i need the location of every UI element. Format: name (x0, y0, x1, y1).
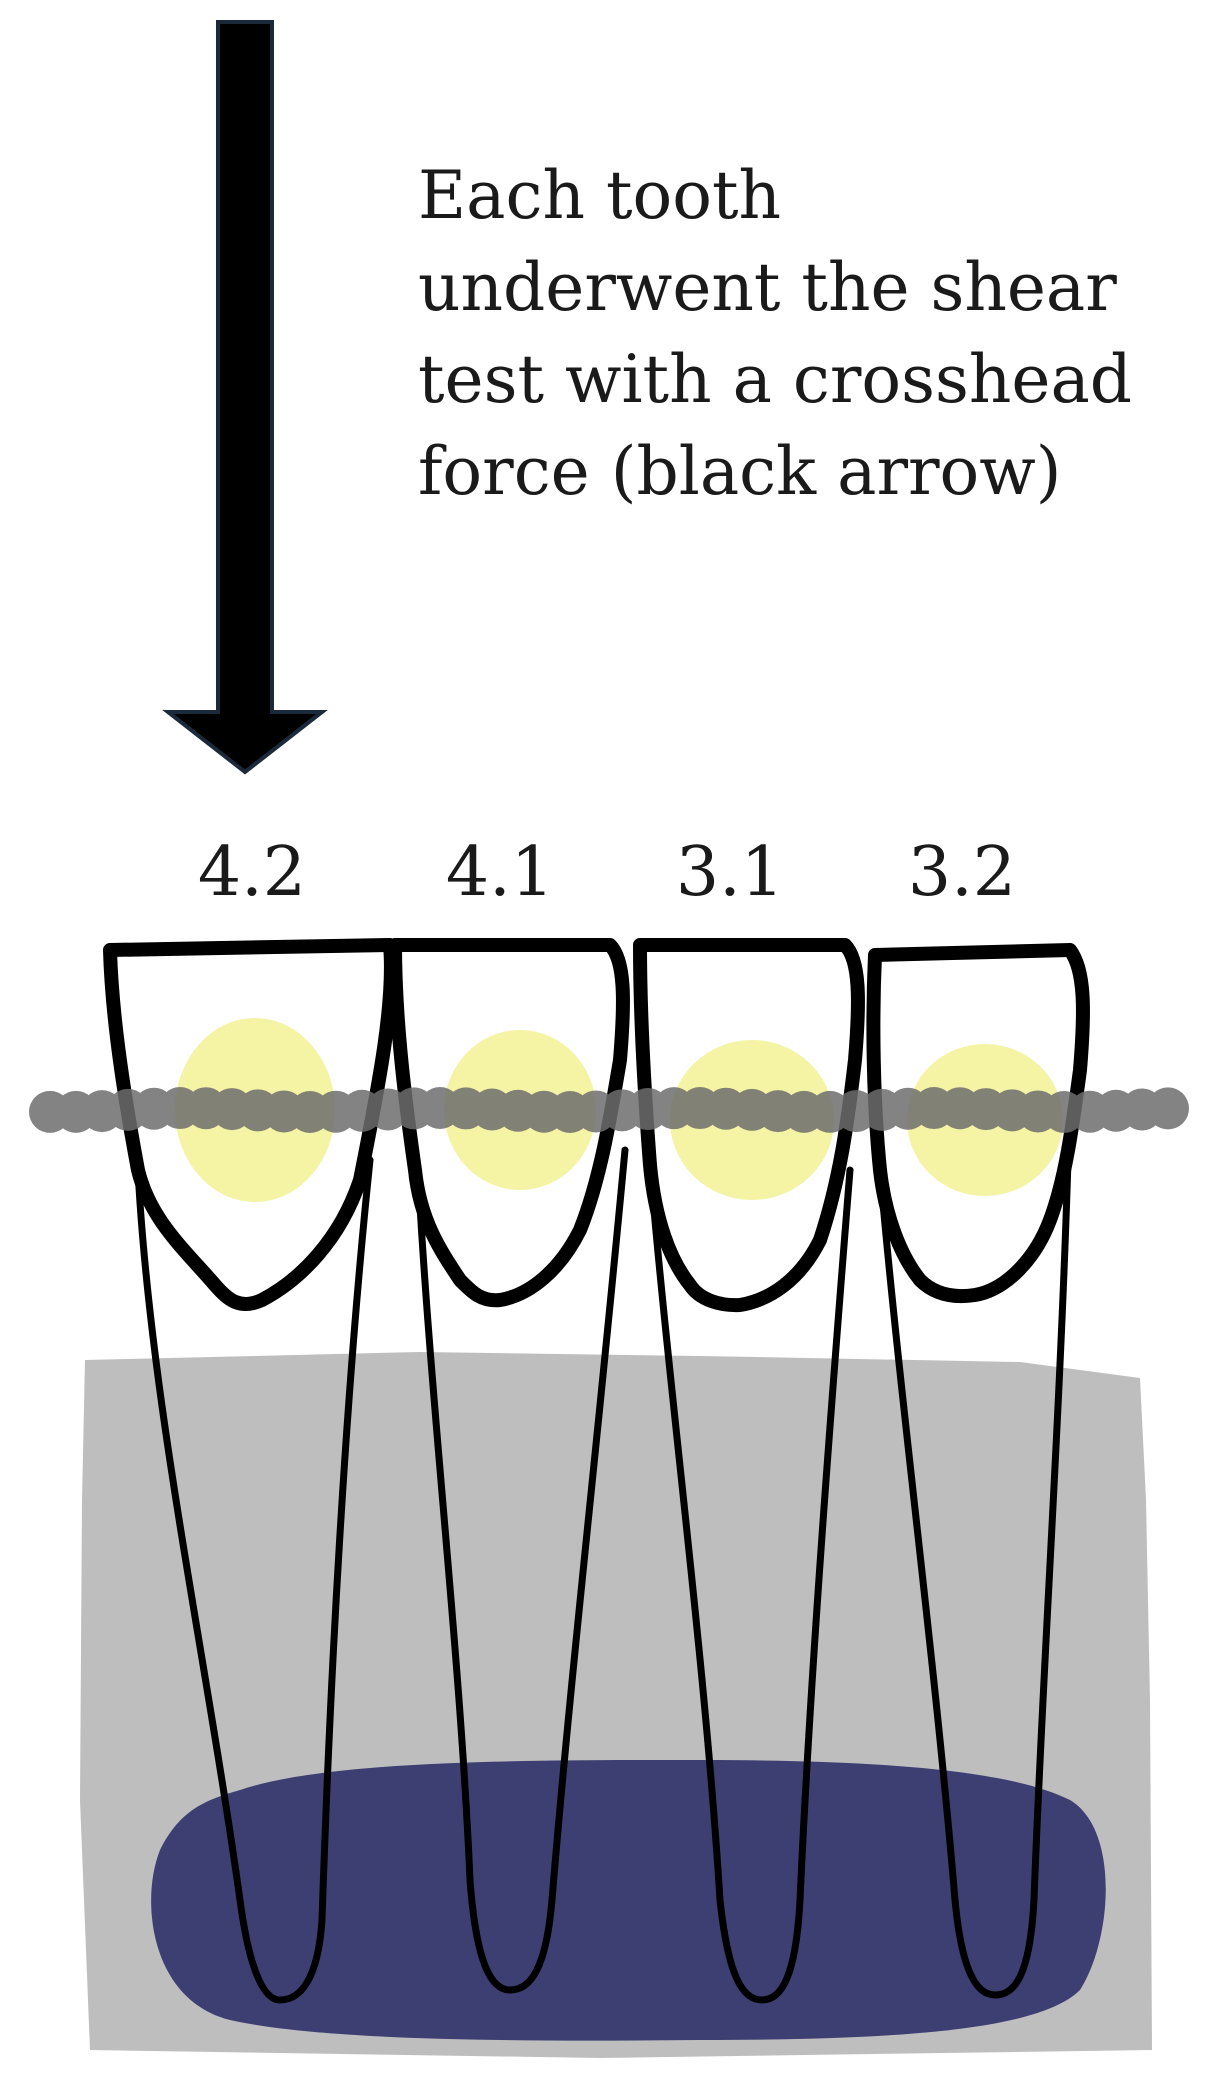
tooth-label-3-1: 3.1 (676, 833, 784, 912)
resin-base (151, 1760, 1106, 2041)
force-arrow-icon (162, 20, 328, 775)
caption: Each tooth underwent the shear test with… (418, 150, 1208, 518)
crown-3-2 (866, 943, 1090, 1304)
caption-line-4: force (black arrow) (418, 433, 1062, 510)
caption-line-3: test with a crosshead (418, 341, 1133, 418)
root-4-1 (414, 1146, 629, 1994)
crown-3-1 (633, 938, 865, 1313)
root-3-2 (876, 1156, 1072, 1999)
tooth-label-4-2: 4.2 (198, 833, 306, 912)
archwire (29, 1087, 1189, 1133)
root-4-2 (134, 1156, 374, 2004)
tooth-labels: 4.2 4.1 3.1 3.2 (198, 833, 1016, 912)
tooth-label-3-2: 3.2 (908, 833, 1016, 912)
root-3-1 (646, 1161, 854, 2004)
caption-line-2: underwent the shear (418, 249, 1117, 326)
crown-4-1 (388, 938, 630, 1308)
archwire-bead (1147, 1087, 1189, 1130)
tooth-label-4-1: 4.1 (446, 833, 554, 912)
caption-line-1: Each tooth (418, 157, 781, 234)
tooth-roots (134, 1146, 1072, 2004)
